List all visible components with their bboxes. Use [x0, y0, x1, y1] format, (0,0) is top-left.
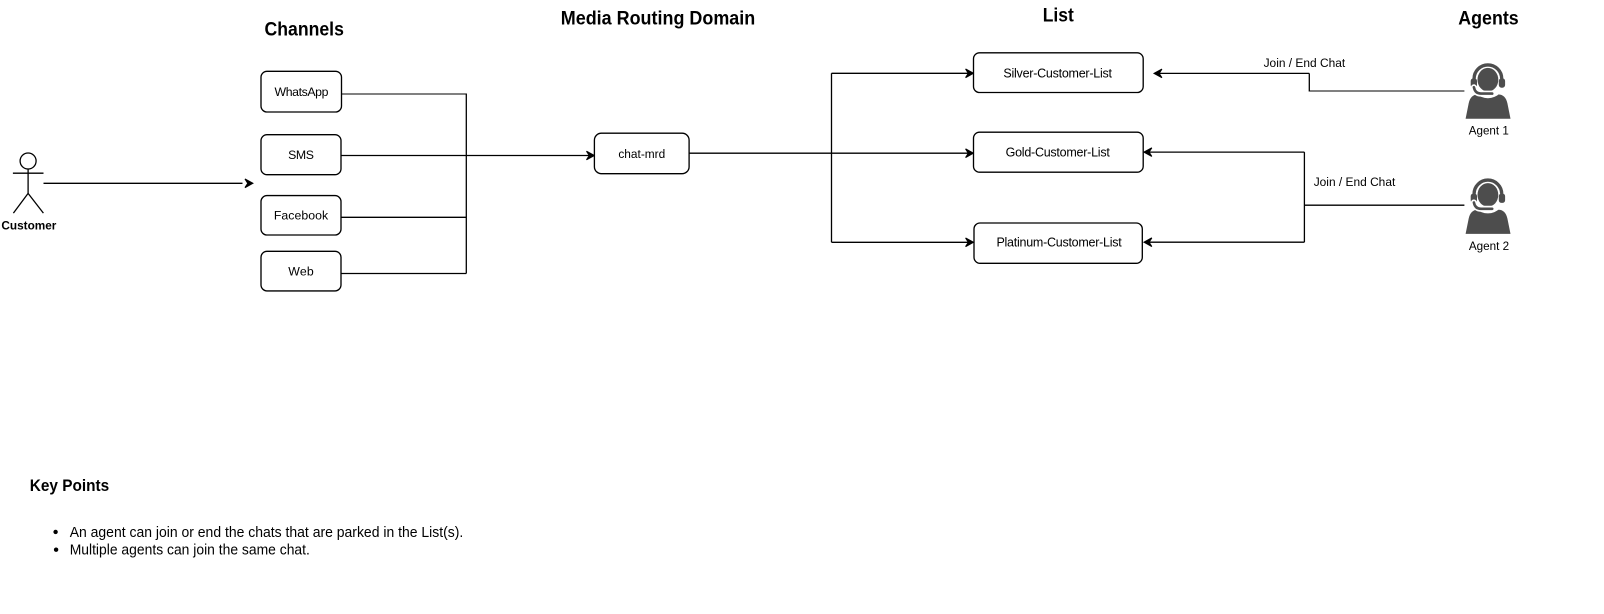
svg-text:Agent 1: Agent 1	[1469, 124, 1509, 138]
svg-text:List: List	[1043, 6, 1075, 27]
svg-text:WhatsApp: WhatsApp	[275, 85, 329, 99]
svg-text:Platinum-Customer-List: Platinum-Customer-List	[996, 235, 1122, 249]
svg-text:Channels: Channels	[265, 18, 345, 40]
svg-text:chat-mrd: chat-mrd	[618, 147, 665, 161]
svg-text:SMS: SMS	[288, 148, 314, 162]
svg-text:Join / End Chat: Join / End Chat	[1264, 56, 1346, 70]
svg-text:Media Routing Domain: Media Routing Domain	[561, 8, 755, 29]
svg-text:Web: Web	[288, 264, 314, 278]
svg-text:Customer: Customer	[1, 219, 56, 233]
svg-text:Agents: Agents	[1458, 9, 1518, 30]
svg-text:Multiple agents can join the s: Multiple agents can join the same chat.	[70, 541, 310, 558]
svg-text:Gold-Customer-List: Gold-Customer-List	[1006, 145, 1111, 159]
svg-text:An agent can join or end the c: An agent can join or end the chats that …	[70, 524, 464, 541]
svg-text:Facebook: Facebook	[274, 209, 329, 223]
svg-text:Join / End Chat: Join / End Chat	[1314, 175, 1396, 189]
svg-text:Silver-Customer-List: Silver-Customer-List	[1003, 67, 1112, 81]
svg-text:Agent 2: Agent 2	[1469, 239, 1509, 253]
svg-text:Key Points: Key Points	[30, 477, 109, 495]
